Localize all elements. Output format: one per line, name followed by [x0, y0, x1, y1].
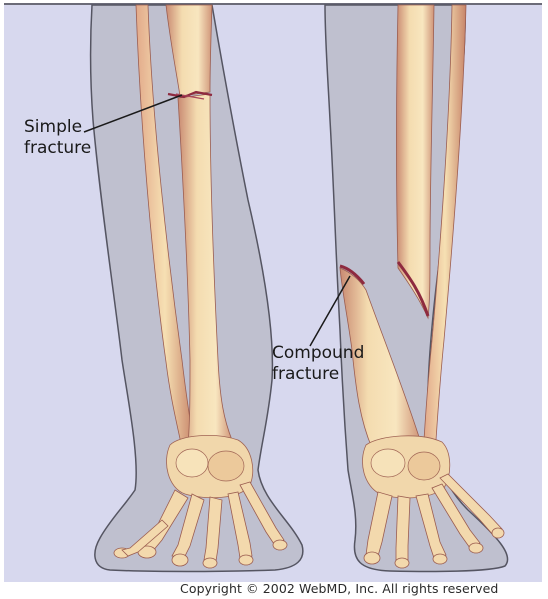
simple-fracture-label-line2: fracture: [24, 138, 91, 159]
copyright-notice: Copyright © 2002 WebMD, Inc. All rights …: [180, 581, 498, 596]
simple-fracture-label-line1: Simple: [24, 117, 91, 138]
compound-fracture-label: Compound fracture: [272, 343, 364, 385]
compound-fracture-label-line1: Compound: [272, 343, 364, 364]
simple-fracture-label: Simple fracture: [24, 117, 91, 159]
compound-fracture-label-line2: fracture: [272, 364, 364, 385]
right-tibia-upper: [397, 5, 435, 318]
